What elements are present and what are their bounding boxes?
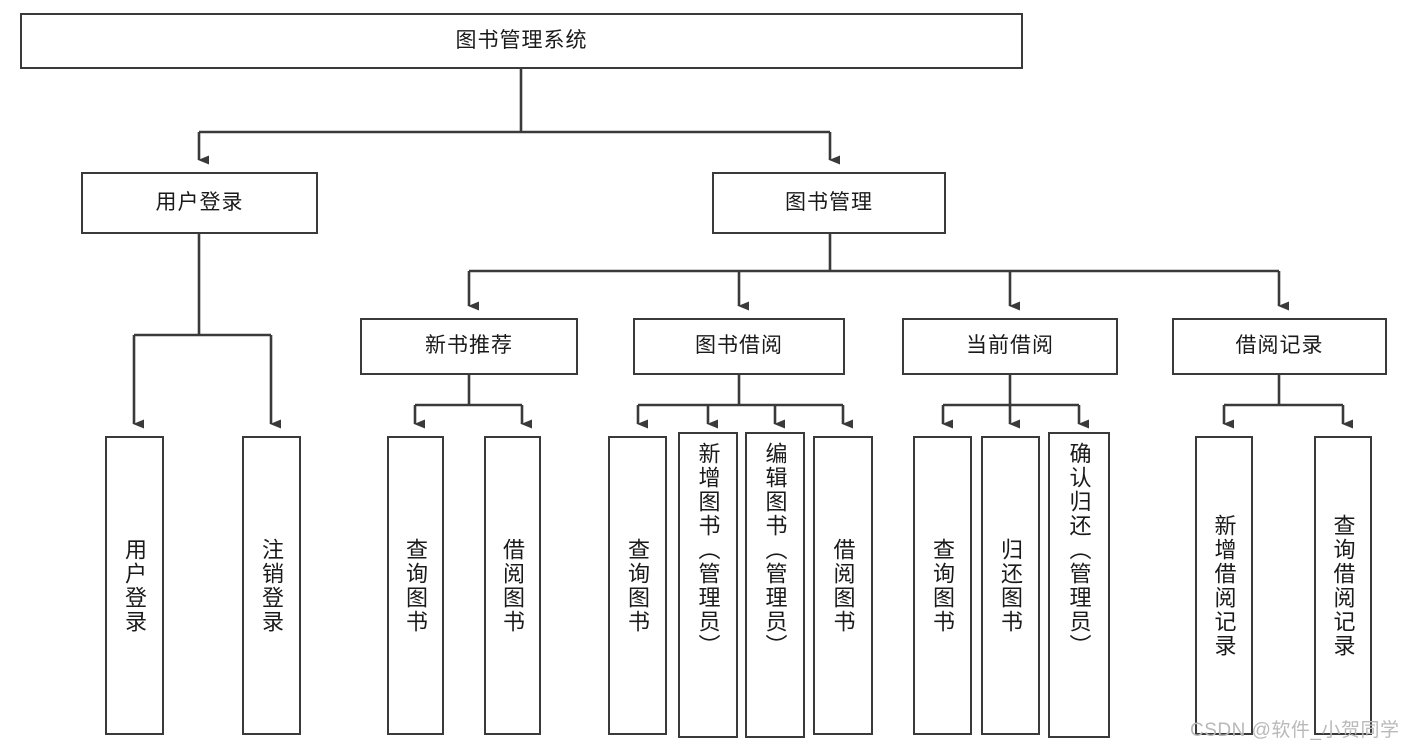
node-label: 借阅记录 xyxy=(1235,334,1324,358)
node-current-borrow[interactable]: 当前借阅 xyxy=(902,318,1118,375)
leaf-return-book[interactable]: 归还图书 xyxy=(981,436,1040,735)
node-label: 图书管理系统 xyxy=(455,28,588,52)
node-system-root[interactable]: 图书管理系统 xyxy=(20,13,1023,69)
leaf-query-book-1[interactable]: 查询图书 xyxy=(387,436,444,735)
node-book-manage[interactable]: 图书管理 xyxy=(712,172,946,234)
leaf-logout-login[interactable]: 注销登录 xyxy=(242,436,301,735)
csdn-watermark: CSDN @软件_小贺同学 xyxy=(1190,720,1400,741)
node-label: 查询图书 xyxy=(930,537,956,634)
node-label: 归还图书 xyxy=(998,537,1024,634)
node-label: 图书借阅 xyxy=(695,334,783,358)
node-label: 编辑图书（管理员） xyxy=(762,442,788,658)
node-label: 新增图书（管理员） xyxy=(695,442,721,658)
node-label: 查询图书 xyxy=(403,537,429,634)
node-label: 确认归还（管理员） xyxy=(1066,442,1092,658)
node-label: 用户登录 xyxy=(122,537,148,634)
node-user-login[interactable]: 用户登录 xyxy=(81,172,318,234)
node-label: 用户登录 xyxy=(155,190,244,214)
node-label: 借阅图书 xyxy=(500,537,526,634)
leaf-borrow-book-2[interactable]: 借阅图书 xyxy=(813,436,873,735)
node-label: 新增借阅记录 xyxy=(1211,513,1237,658)
node-label: 借阅图书 xyxy=(830,537,856,634)
node-label: 新书推荐 xyxy=(425,334,513,358)
node-book-borrow[interactable]: 图书借阅 xyxy=(633,318,845,375)
node-borrow-record[interactable]: 借阅记录 xyxy=(1172,318,1387,375)
node-new-book-recommend[interactable]: 新书推荐 xyxy=(360,318,578,375)
leaf-edit-book[interactable]: 编辑图书（管理员） xyxy=(745,432,805,738)
node-label: 查询图书 xyxy=(625,537,651,634)
node-label: 查询借阅记录 xyxy=(1330,513,1356,658)
leaf-confirm-return[interactable]: 确认归还（管理员） xyxy=(1048,432,1110,738)
node-label: 当前借阅 xyxy=(966,334,1054,358)
leaf-borrow-book-1[interactable]: 借阅图书 xyxy=(484,436,541,735)
leaf-user-login[interactable]: 用户登录 xyxy=(105,436,164,735)
node-label: 注销登录 xyxy=(259,537,285,634)
leaf-query-book-2[interactable]: 查询图书 xyxy=(608,436,667,735)
leaf-add-record[interactable]: 新增借阅记录 xyxy=(1195,436,1253,735)
leaf-query-book-3[interactable]: 查询图书 xyxy=(913,436,972,735)
leaf-query-record[interactable]: 查询借阅记录 xyxy=(1314,436,1372,735)
leaf-add-book[interactable]: 新增图书（管理员） xyxy=(678,432,738,738)
node-label: 图书管理 xyxy=(785,190,873,214)
